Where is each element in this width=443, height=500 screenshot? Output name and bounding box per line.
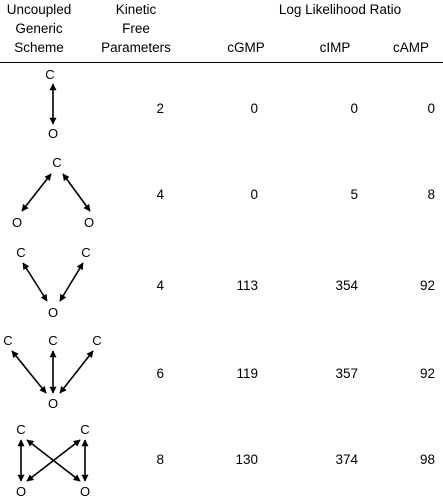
row-1-cimp: 0	[350, 101, 358, 116]
row-3-cgmp: 113	[236, 278, 258, 293]
row-1-camp: 0	[427, 101, 435, 116]
scheme-header-line-3: Scheme	[14, 40, 64, 55]
transition-arrow	[11, 350, 47, 394]
open-state-label: O	[80, 484, 90, 499]
cimp-column-header: cIMP	[319, 40, 351, 55]
open-state-label: O	[84, 215, 94, 230]
row-2-cgmp: 0	[250, 187, 258, 202]
row-4-cimp: 357	[335, 366, 358, 381]
params-header-line-3: Parameters	[101, 40, 171, 55]
row-4-cgmp: 119	[236, 366, 258, 381]
row-5-params: 8	[156, 452, 164, 467]
scheme-5: C C O O	[16, 422, 90, 499]
closed-state-label: C	[16, 245, 25, 260]
row-1-cgmp: 0	[250, 101, 258, 116]
open-state-label: O	[48, 396, 58, 411]
open-state-label: O	[48, 126, 58, 141]
transition-arrow	[59, 350, 94, 394]
open-state-label: O	[12, 215, 22, 230]
transition-arrow	[22, 262, 48, 302]
row-3-camp: 92	[419, 278, 435, 293]
scheme-header-line-1: Uncoupled	[6, 2, 72, 17]
scheme-4: C C C O	[3, 333, 101, 411]
row-2-params: 4	[156, 187, 164, 202]
scheme-2: C O O	[12, 155, 94, 230]
transition-arrow	[21, 173, 52, 212]
closed-state-label: C	[45, 67, 54, 82]
cgmp-column-header: cGMP	[227, 40, 265, 55]
closed-state-label: C	[48, 333, 57, 348]
header-rule	[0, 62, 443, 63]
open-state-label: O	[48, 305, 58, 320]
params-header-line-1: Kinetic	[115, 2, 157, 17]
closed-state-label: C	[81, 245, 90, 260]
camp-column-header: cAMP	[392, 40, 429, 55]
transition-arrow	[62, 173, 91, 212]
scheme-1: C O	[45, 67, 58, 141]
params-header-line-2: Free	[122, 21, 150, 36]
open-state-label: O	[16, 484, 26, 499]
scheme-3: C C O	[16, 245, 90, 320]
closed-state-label: C	[16, 422, 25, 437]
closed-state-label: C	[52, 155, 61, 170]
closed-state-label: C	[92, 333, 101, 348]
transition-arrow	[26, 439, 81, 482]
params-column-header: Kinetic Free Parameters	[96, 0, 176, 57]
row-3-cimp: 354	[335, 278, 358, 293]
closed-state-label: C	[3, 333, 12, 348]
row-5-cimp: 374	[335, 452, 358, 467]
llr-group-header: Log Likelihood Ratio	[278, 2, 402, 17]
row-5-camp: 98	[419, 452, 435, 467]
row-4-camp: 92	[419, 366, 435, 381]
row-3-params: 4	[156, 278, 164, 293]
closed-state-label: C	[80, 422, 89, 437]
row-2-cimp: 5	[350, 187, 358, 202]
scheme-column-header: Uncoupled Generic Scheme	[0, 0, 78, 57]
row-2-camp: 8	[427, 187, 435, 202]
transition-arrow	[59, 262, 84, 302]
row-4-params: 6	[156, 366, 164, 381]
row-5-cgmp: 130	[235, 452, 258, 467]
row-1-params: 2	[156, 101, 164, 116]
scheme-header-line-2: Generic	[15, 21, 63, 36]
